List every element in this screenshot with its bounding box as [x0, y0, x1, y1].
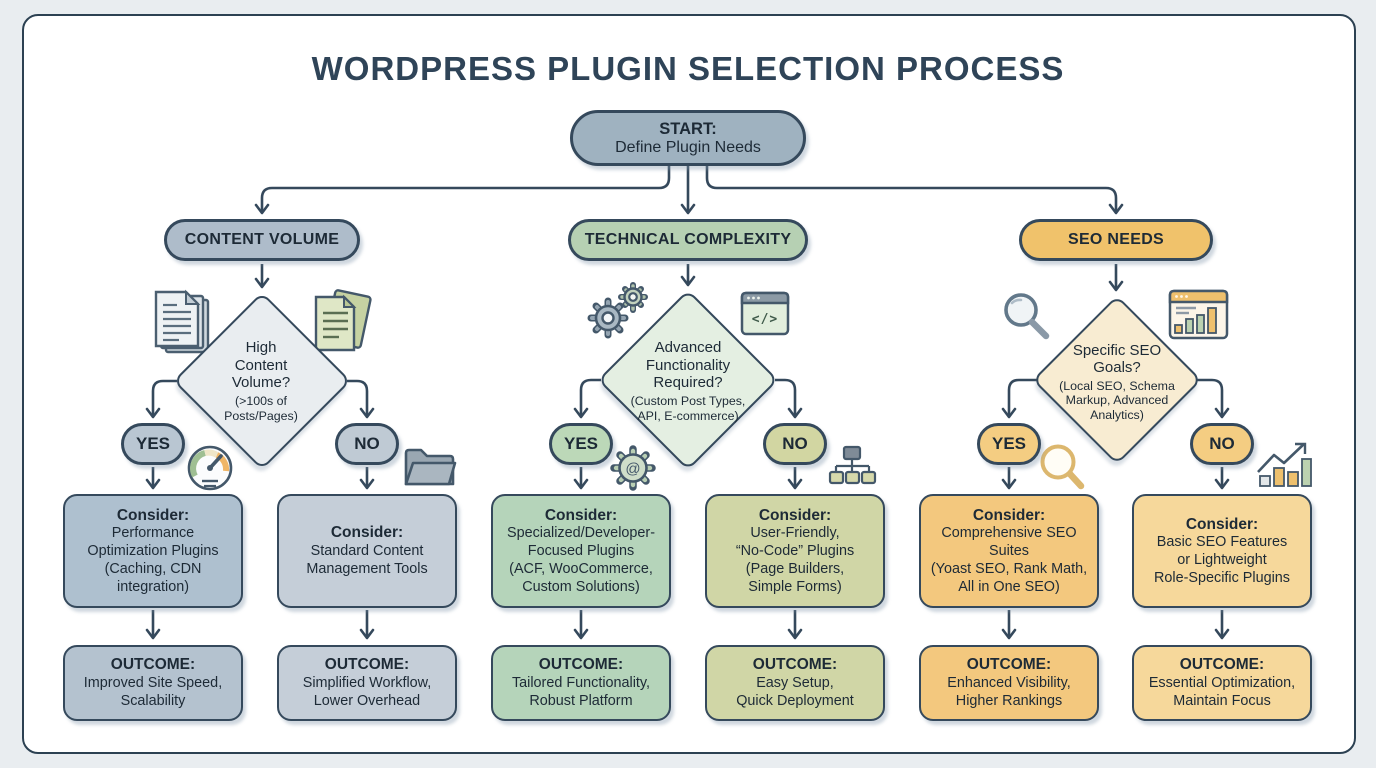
svg-text:@: @	[625, 461, 640, 478]
outcome-body: Simplified Workflow, Lower Overhead	[302, 674, 432, 709]
consider-box-content-no: Consider: Standard Content Management To…	[277, 494, 457, 608]
svg-text:</>: </>	[752, 312, 778, 327]
gear-at-icon: @	[610, 445, 656, 491]
decision-question-detail: (Local SEO, Schema Markup, Advanced Anal…	[1059, 379, 1175, 422]
decision-label-seo: Specific SEO Goals? (Local SEO, Schema M…	[1032, 330, 1202, 434]
folder-icon	[404, 448, 457, 486]
magnifier-icon	[1004, 293, 1050, 340]
decision-question-detail: (Custom Post Types, API, E-commerce)	[630, 394, 746, 423]
no-badge-content: NO	[335, 423, 399, 465]
consider-label: Consider:	[972, 506, 1046, 524]
outcome-label: OUTCOME:	[1179, 656, 1265, 674]
sitemap-icon	[828, 445, 877, 485]
document-icon	[314, 289, 372, 352]
outcome-label: OUTCOME:	[966, 656, 1052, 674]
outcome-body: Essential Optimization, Maintain Focus	[1148, 674, 1296, 709]
documents-stack-icon	[154, 289, 210, 354]
consider-label: Consider:	[330, 524, 404, 542]
consider-body: Standard Content Management Tools	[306, 542, 428, 577]
outcome-label: OUTCOME:	[538, 656, 624, 674]
outcome-body: Improved Site Speed, Scalability	[83, 674, 223, 709]
analytics-window-icon	[1168, 289, 1229, 340]
outcome-box-content-yes: OUTCOME: Improved Site Speed, Scalabilit…	[63, 645, 243, 721]
outcome-box-content-no: OUTCOME: Simplified Workflow, Lower Over…	[277, 645, 457, 721]
outcome-body: Tailored Functionality, Robust Platform	[511, 674, 651, 709]
outcome-label: OUTCOME:	[324, 656, 410, 674]
outcome-box-technical-yes: OUTCOME: Tailored Functionality, Robust …	[491, 645, 671, 721]
growth-chart-icon	[1257, 442, 1312, 487]
yes-badge-seo: YES	[977, 423, 1041, 465]
consider-label: Consider:	[544, 506, 618, 524]
page-title: WORDPRESS PLUGIN SELECTION PROCESS	[311, 50, 1065, 87]
decision-label-content: High Content Volume? (>100s of Posts/Pag…	[186, 330, 336, 432]
start-node: START: Define Plugin Needs	[570, 110, 806, 166]
consider-body: User-Friendly, “No-Code” Plugins (Page B…	[735, 524, 855, 595]
consider-box-technical-yes: Consider: Specialized/Developer- Focused…	[491, 494, 671, 608]
consider-box-content-yes: Consider: Performance Optimization Plugi…	[63, 494, 243, 608]
consider-box-seo-yes: Consider: Comprehensive SEO Suites (Yoas…	[919, 494, 1099, 608]
decision-label-technical: Advanced Functionality Required? (Custom…	[598, 330, 778, 432]
start-title: START:	[659, 119, 717, 138]
outcome-box-seo-yes: OUTCOME: Enhanced Visibility, Higher Ran…	[919, 645, 1099, 721]
branch-header-seo-needs: SEO NEEDS	[1019, 219, 1213, 261]
decision-question: Specific SEO Goals?	[1072, 341, 1162, 377]
branch-header-content-volume: CONTENT VOLUME	[164, 219, 360, 261]
speedometer-icon	[187, 445, 233, 491]
no-badge-technical: NO	[763, 423, 827, 465]
branch-header-technical-complexity: TECHNICAL COMPLEXITY	[568, 219, 808, 261]
decision-question: Advanced Functionality Required?	[645, 339, 731, 392]
code-window-icon: </>	[740, 291, 790, 336]
gears-icon	[587, 282, 648, 339]
consider-label: Consider:	[116, 506, 190, 524]
no-badge-seo: NO	[1190, 423, 1254, 465]
outcome-box-seo-no: OUTCOME: Essential Optimization, Maintai…	[1132, 645, 1312, 721]
decision-question-detail: (>100s of Posts/Pages)	[224, 394, 298, 423]
consider-label: Consider:	[758, 506, 832, 524]
outcome-body: Enhanced Visibility, Higher Rankings	[947, 674, 1071, 709]
outcome-box-technical-no: OUTCOME: Easy Setup, Quick Deployment	[705, 645, 885, 721]
outcome-body: Easy Setup, Quick Deployment	[736, 674, 854, 709]
magnifier-icon	[1040, 444, 1085, 490]
consider-box-technical-no: Consider: User-Friendly, “No-Code” Plugi…	[705, 494, 885, 608]
start-subtitle: Define Plugin Needs	[615, 138, 761, 156]
consider-box-seo-no: Consider: Basic SEO Features or Lightwei…	[1132, 494, 1312, 608]
consider-body: Basic SEO Features or Lightweight Role-S…	[1154, 533, 1290, 586]
consider-body: Comprehensive SEO Suites (Yoast SEO, Ran…	[930, 524, 1088, 595]
yes-badge-technical: YES	[549, 423, 613, 465]
consider-body: Performance Optimization Plugins (Cachin…	[87, 524, 219, 595]
consider-label: Consider:	[1185, 515, 1259, 533]
consider-body: Specialized/Developer- Focused Plugins (…	[507, 524, 655, 595]
decision-question: High Content Volume?	[231, 339, 291, 392]
outcome-label: OUTCOME:	[110, 656, 196, 674]
outcome-label: OUTCOME:	[752, 656, 838, 674]
yes-badge-content: YES	[121, 423, 185, 465]
